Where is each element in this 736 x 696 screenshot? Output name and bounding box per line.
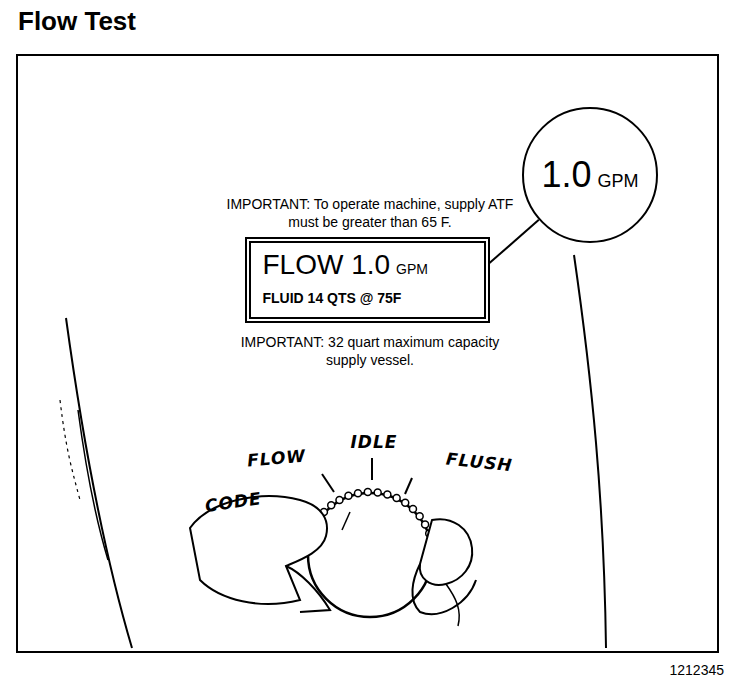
- knurl-bump: [328, 502, 335, 509]
- knurl-bump: [416, 513, 423, 520]
- knurl-bump: [384, 491, 391, 498]
- panel-frame: [17, 55, 718, 652]
- position-ticks: [322, 458, 412, 530]
- display-box: FLOW 1.0 GPM FLUID 14 QTS @ 75F: [245, 237, 490, 323]
- callout-circle: 1.0 GPM: [522, 107, 658, 243]
- figure-number: 1212345: [669, 662, 724, 678]
- note-text: IMPORTANT: 32 quart maximum capacity sup…: [240, 334, 500, 369]
- note-text: IMPORTANT: To operate machine, supply AT…: [215, 196, 525, 231]
- knurl-bump: [409, 505, 416, 512]
- dial-position: FLOW: [246, 445, 307, 470]
- knurl-bump: [345, 492, 352, 499]
- dial-position: IDLE: [351, 432, 398, 452]
- leader-line: [490, 220, 539, 263]
- node-content: FLOW 1.0 GPM FLUID 14 QTS @ 75F: [263, 249, 472, 307]
- knurl-bump: [364, 489, 371, 496]
- text-row: FLUID 14 QTS @ 75F: [263, 289, 472, 307]
- knurl-bump: [336, 496, 343, 503]
- knurl-bump: [422, 521, 429, 528]
- knurl-bump: [374, 489, 381, 496]
- node-text: GPM: [396, 261, 428, 277]
- hand: [190, 496, 476, 626]
- title: Flow Test: [18, 6, 136, 37]
- knurl-bump: [393, 494, 400, 501]
- node-text: FLOW 1.0: [263, 249, 391, 280]
- knurl-bump: [354, 490, 361, 497]
- knurl-bump: [402, 499, 409, 506]
- node-text: 1.0: [541, 154, 591, 195]
- node-text: FLUID 14 QTS @ 75F: [263, 290, 402, 306]
- text-row: FLOW 1.0 GPM: [263, 249, 472, 281]
- text-row: 1.0 GPM: [541, 154, 638, 196]
- dial-position: FLUSH: [445, 449, 514, 476]
- node-content: 1.0 GPM: [541, 154, 638, 196]
- node-text: GPM: [598, 171, 639, 191]
